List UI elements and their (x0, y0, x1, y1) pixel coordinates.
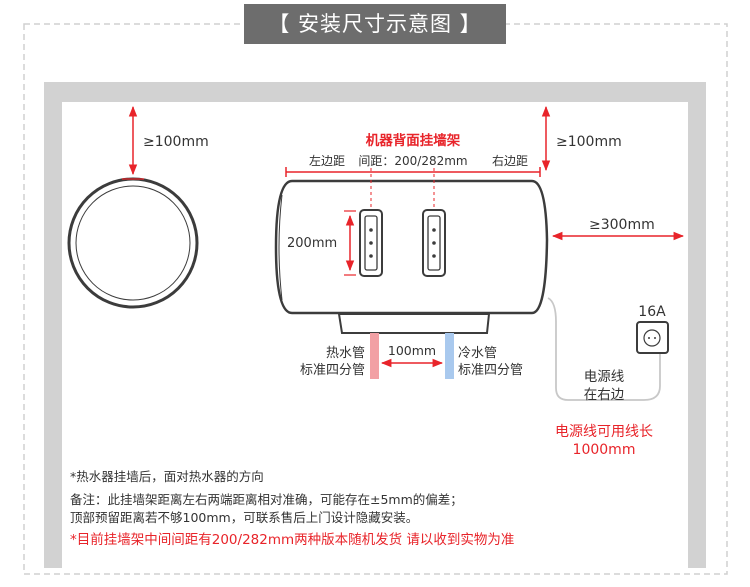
right-bracket (422, 209, 446, 277)
heater-body (274, 179, 549, 315)
socket-16a (636, 321, 669, 354)
power-cord-label-2: 在右边 (584, 387, 625, 403)
note-direction: *热水器挂墙后，面对热水器的方向 (70, 469, 264, 484)
bracket-height-label: 200mm (287, 236, 337, 251)
cord-length-label-1: 电源线可用线长 (555, 424, 653, 440)
power-cord (547, 297, 661, 401)
warning-note: *目前挂墙架中间间距有200/282mm两种版本随机发货 请以收到实物为准 (70, 532, 515, 548)
left-margin-label: 左边距 (309, 153, 345, 168)
page-title: 【 安装尺寸示意图 】 (244, 4, 506, 44)
top-left-clearance-label: ≥100mm (143, 134, 209, 150)
note-clearance: 顶部预留距离若不够100mm，可联系售后上门设计隐藏安装。 (70, 510, 419, 525)
tank-end-inner (75, 185, 191, 301)
hot-pipe-spec: 标准四分管 (300, 363, 365, 378)
side-clearance-label: ≥300mm (589, 217, 655, 233)
heater-shell-line (278, 194, 283, 301)
cold-water-pipe (445, 333, 454, 379)
power-cord-label-1: 电源线 (584, 369, 625, 385)
pipe-spacing-label: 100mm (388, 343, 436, 358)
top-right-clearance-label: ≥100mm (556, 134, 622, 150)
bracket-title: 机器背面挂墙架 (366, 132, 461, 149)
socket-label: 16A (638, 304, 666, 320)
cold-pipe-label: 冷水管 (458, 346, 497, 361)
cold-pipe-spec: 标准四分管 (458, 363, 523, 378)
hot-pipe-label: 热水管 (326, 346, 365, 361)
left-bracket (359, 209, 383, 277)
heater-control-panel (337, 313, 491, 334)
tank-end-view (67, 177, 199, 309)
right-margin-label: 右边距 (492, 153, 528, 168)
cord-length-label-2: 1000mm (573, 442, 636, 458)
spacing-label: 间距：200/282mm (358, 154, 467, 168)
hot-water-pipe (370, 333, 379, 379)
socket-inner (643, 329, 661, 347)
note-tolerance: 备注：此挂墙架距离左右两端距离相对准确，可能存在±5mm的偏差； (70, 492, 463, 507)
